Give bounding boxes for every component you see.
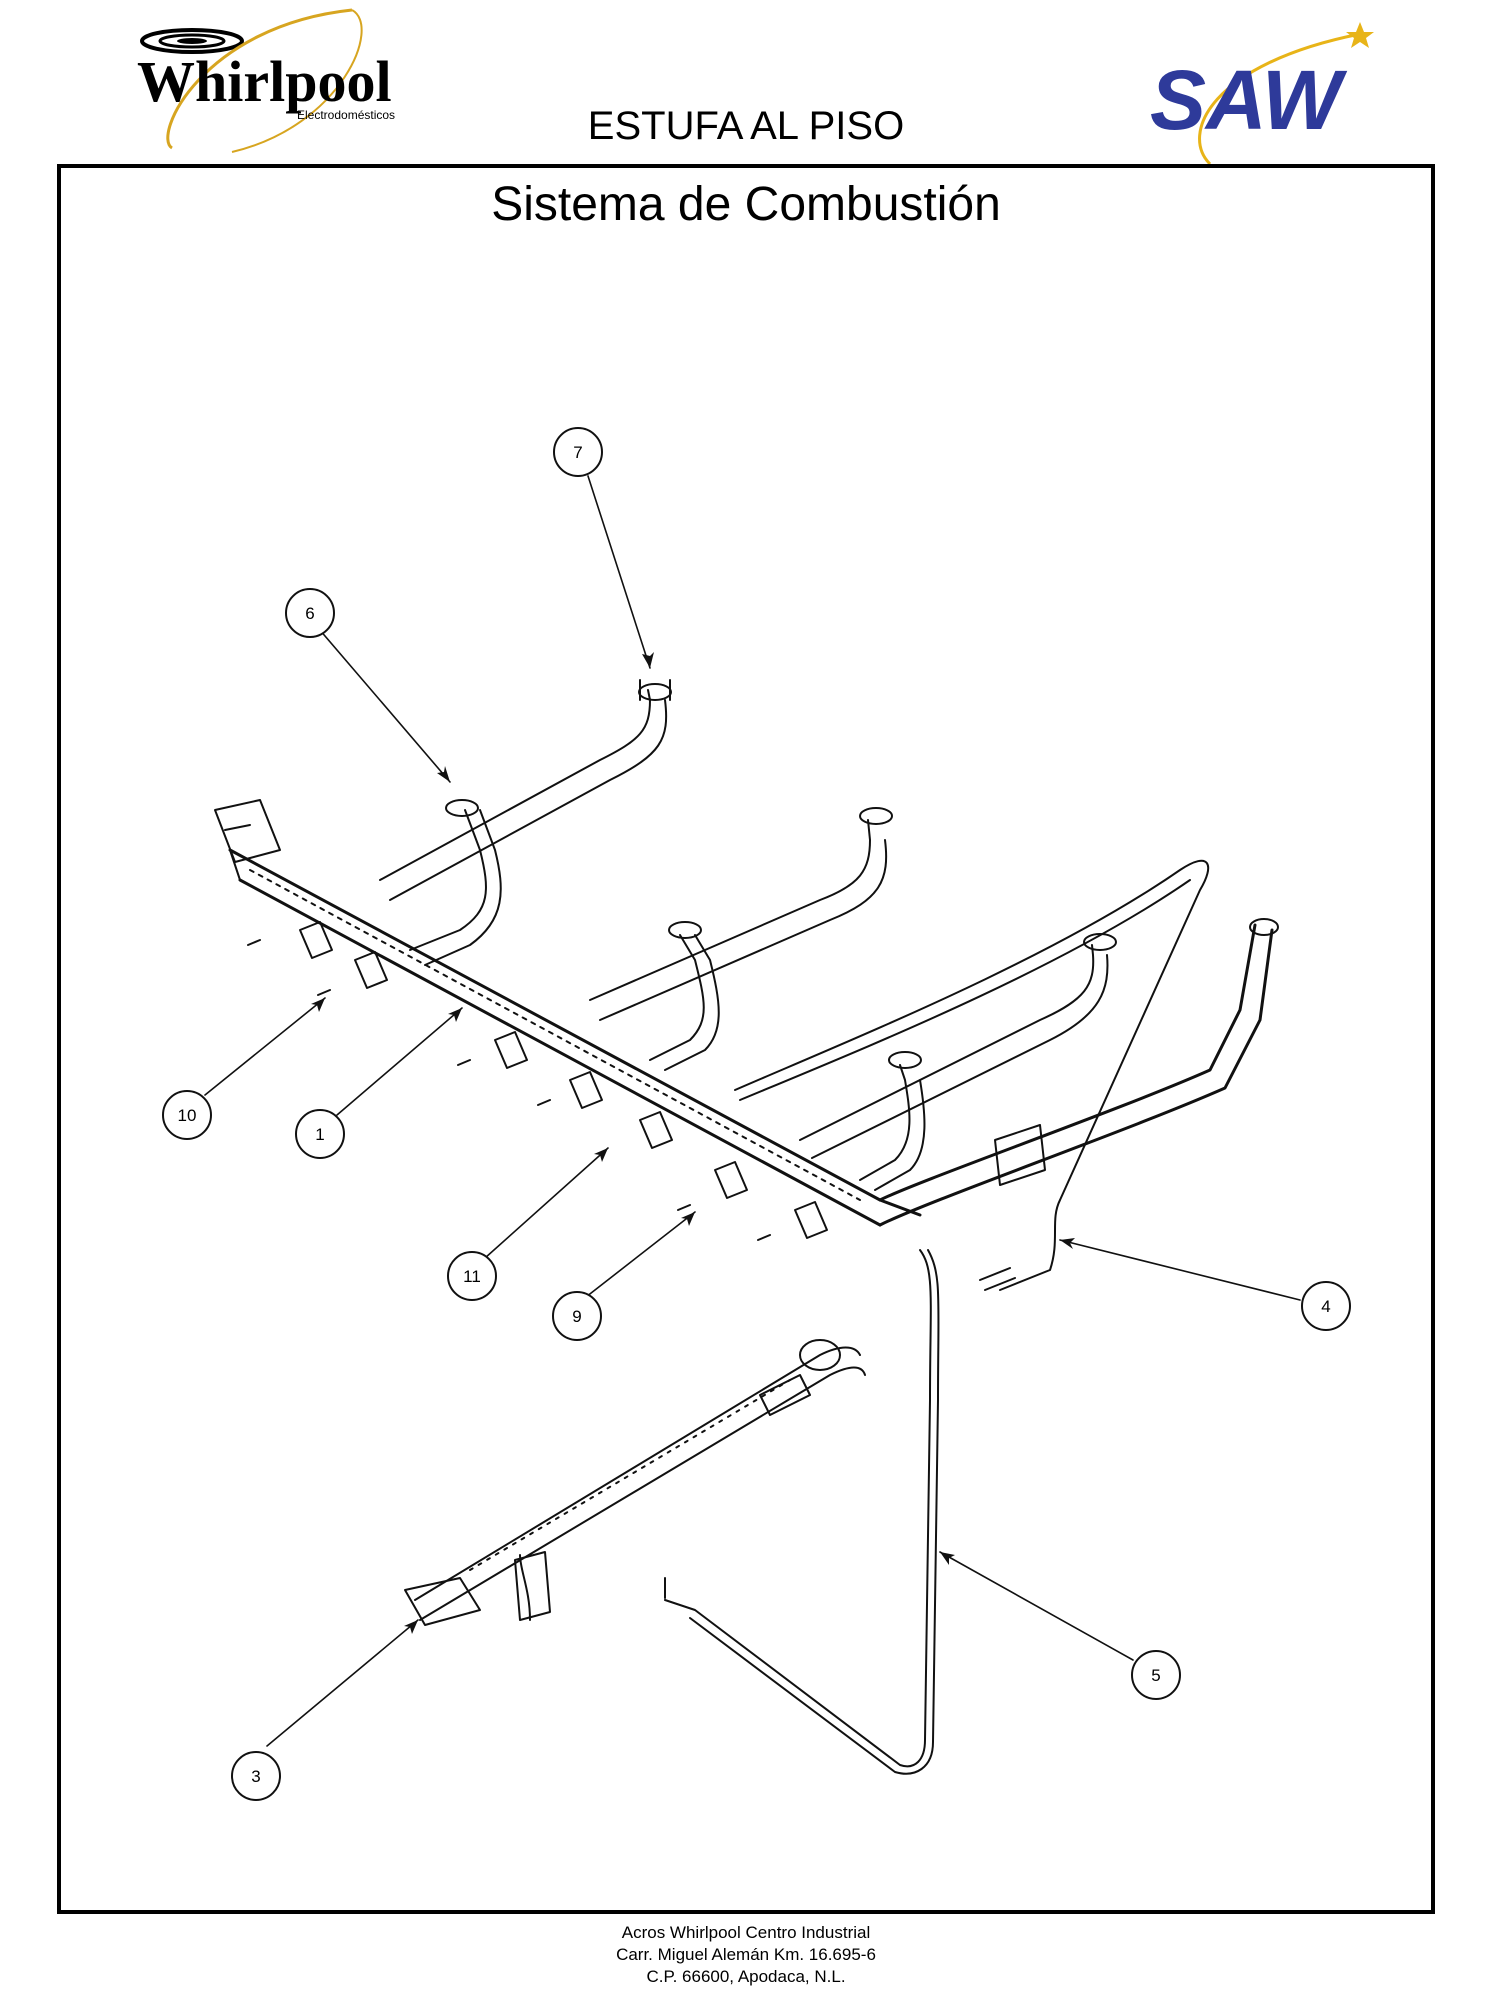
- drawing-frame: [57, 164, 1435, 1914]
- valve-group: [247, 921, 828, 1241]
- burner-tube-2: [409, 799, 502, 966]
- saw-logo: SAW: [1150, 22, 1374, 164]
- saw-wordmark: SAW: [1150, 53, 1348, 147]
- footer-address: Acros Whirlpool Centro Industrial Carr. …: [0, 1922, 1492, 1988]
- callout-3: 3: [231, 1751, 281, 1801]
- callout-10: 10: [162, 1090, 212, 1140]
- burner-tube-3: [589, 807, 893, 1021]
- callout-4: 4: [1301, 1281, 1351, 1331]
- side-rail: [878, 918, 1279, 1227]
- burner-tube-4: [649, 921, 720, 1071]
- footer-line: Carr. Miguel Alemán Km. 16.695-6: [616, 1945, 876, 1964]
- manifold-bar: [214, 799, 922, 1227]
- footer-line: Acros Whirlpool Centro Industrial: [621, 1923, 871, 1942]
- whirlpool-wordmark: Whirlpool: [137, 49, 392, 114]
- combustion-system-diagram: 7 6 10 1 11 9 4 5 3: [162, 427, 1351, 1801]
- svg-text:1: 1: [315, 1125, 324, 1144]
- burner-tube-6: [859, 1051, 926, 1191]
- callout-11: 11: [447, 1251, 497, 1301]
- callout-9: 9: [552, 1291, 602, 1341]
- leader-arrowheads: [311, 652, 1075, 1634]
- svg-text:6: 6: [305, 604, 314, 623]
- thermocouple-line: [664, 1249, 940, 1775]
- callout-1: 1: [295, 1109, 345, 1159]
- section-title: Sistema de Combustión: [491, 178, 1001, 231]
- svg-text:11: 11: [463, 1267, 481, 1286]
- svg-text:10: 10: [178, 1106, 197, 1125]
- callout-7: 7: [553, 427, 603, 477]
- callout-6: 6: [285, 588, 335, 638]
- footer-line: C.P. 66600, Apodaca, N.L.: [646, 1967, 846, 1986]
- burner-tube-5: [799, 933, 1117, 1159]
- svg-text:3: 3: [251, 1767, 260, 1786]
- gas-line: [734, 859, 1210, 1291]
- star-icon: [1346, 22, 1374, 48]
- burner-tube-1: [379, 679, 672, 901]
- svg-text:5: 5: [1151, 1666, 1160, 1685]
- svg-text:7: 7: [573, 443, 582, 462]
- callout-5: 5: [1131, 1650, 1181, 1700]
- oven-burner: [404, 1339, 866, 1626]
- leader-lines: [204, 475, 1301, 1747]
- svg-text:9: 9: [572, 1307, 581, 1326]
- whirlpool-subtitle: Electrodomésticos: [297, 108, 395, 122]
- whirlpool-logo: Whirlpool Electrodomésticos: [137, 8, 395, 153]
- svg-text:4: 4: [1321, 1297, 1330, 1316]
- document-title: ESTUFA AL PISO: [587, 104, 905, 148]
